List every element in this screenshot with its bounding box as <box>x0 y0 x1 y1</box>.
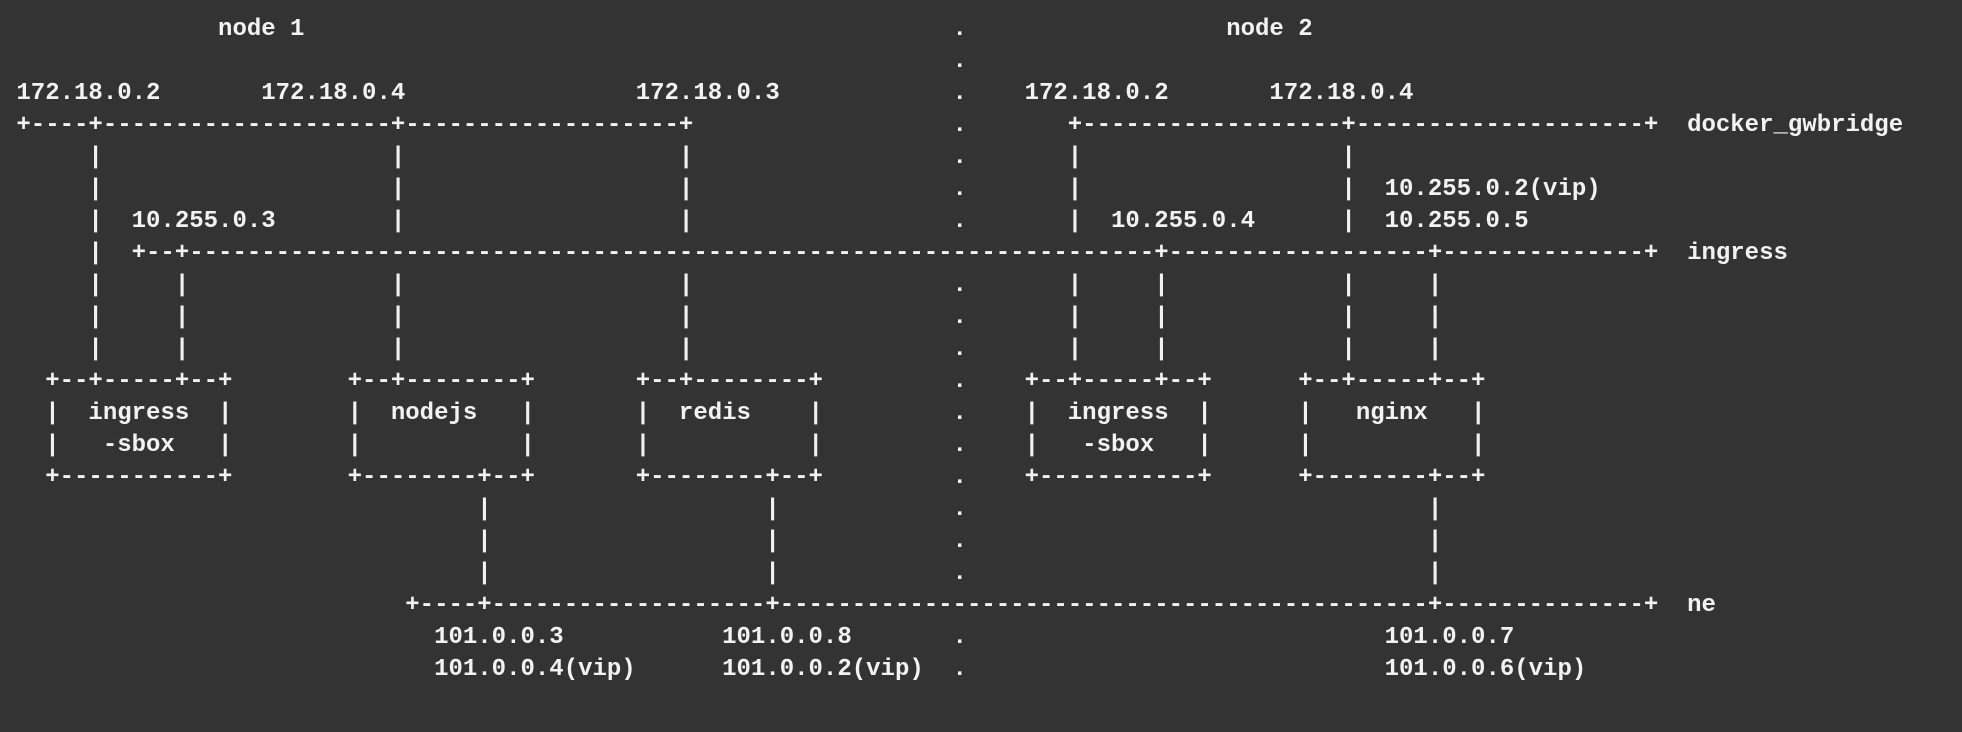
network-ascii-diagram: node 1 . node 2 . 172.18.0.2 172.18.0.4 … <box>16 16 1904 683</box>
